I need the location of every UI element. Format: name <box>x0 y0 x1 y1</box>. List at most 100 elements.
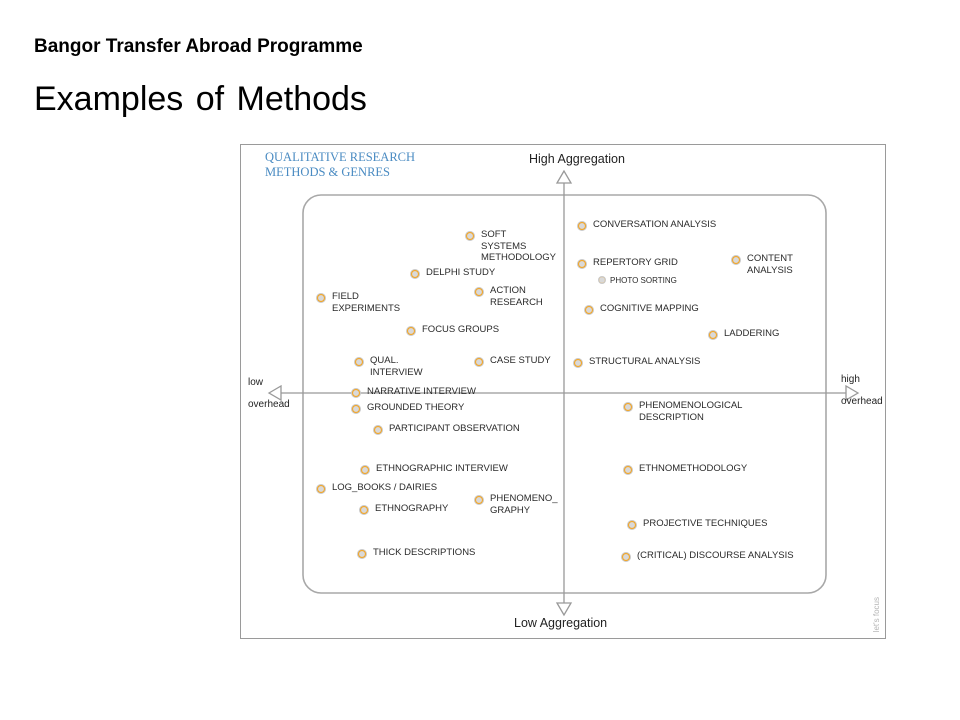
method-label-line: THICK DESCRIPTIONS <box>373 547 476 558</box>
method-label: ETHNOGRAPHIC INTERVIEW <box>376 463 508 475</box>
method-label-line: LOG_BOOKS / DAIRIES <box>332 482 438 493</box>
method-label-line: CASE STUDY <box>490 355 551 366</box>
method-label-line: ACTION <box>490 285 526 296</box>
method-label-line: SOFT <box>481 229 507 240</box>
method-critical-discourse-analysis: (CRITICAL) DISCOURSE ANALYSIS <box>621 550 794 562</box>
bullet-dot-icon <box>316 293 326 303</box>
bullet-dot-icon <box>359 505 369 515</box>
bullet-dot-icon <box>357 549 367 559</box>
method-label: PHOTO SORTING <box>610 275 677 287</box>
method-structural-analysis: STRUCTURAL ANALYSIS <box>573 356 700 368</box>
bullet-dot-icon <box>731 255 741 265</box>
method-label: NARRATIVE INTERVIEW <box>367 386 476 398</box>
method-label-line: ETHNOMETHODOLOGY <box>639 463 748 474</box>
method-label: PROJECTIVE TECHNIQUES <box>643 518 767 530</box>
bullet-dot-icon <box>708 330 718 340</box>
axis-label-high: high <box>841 374 860 385</box>
method-label: CONVERSATION ANALYSIS <box>593 219 716 231</box>
method-label-line: CONTENT <box>747 253 793 264</box>
bullet-dot-icon <box>406 326 416 336</box>
method-participant-observation: PARTICIPANT OBSERVATION <box>373 423 520 435</box>
bullet-dot-icon <box>623 402 633 412</box>
method-label: GROUNDED THEORY <box>367 402 464 414</box>
method-label: ETHNOMETHODOLOGY <box>639 463 747 475</box>
method-label-line: ETHNOGRAPHY <box>375 503 449 514</box>
diagram-title-line-2: METHODS & GENRES <box>265 165 391 179</box>
bullet-dot-icon <box>577 221 587 231</box>
arrow-down-icon <box>555 602 573 617</box>
method-label: PARTICIPANT OBSERVATION <box>389 423 520 435</box>
method-label-line: INTERVIEW <box>370 366 423 378</box>
method-label-line: CONVERSATION ANALYSIS <box>593 219 717 230</box>
method-label-line: REPERTORY GRID <box>593 257 678 268</box>
method-label: (CRITICAL) DISCOURSE ANALYSIS <box>637 550 794 562</box>
method-label: FOCUS GROUPS <box>422 324 499 336</box>
method-label: REPERTORY GRID <box>593 257 678 269</box>
method-label-line: ANALYSIS <box>747 264 793 276</box>
method-label-line: COGNITIVE MAPPING <box>600 303 699 314</box>
bullet-dot-icon <box>621 552 631 562</box>
bullet-dot-icon <box>360 465 370 475</box>
slide-kicker: Bangor Transfer Abroad Programme <box>34 36 363 57</box>
methods-diagram: QUALITATIVE RESEARCH METHODS & GENRES Hi… <box>240 144 886 639</box>
watermark-text: let's focus <box>872 596 881 632</box>
axis-label-overhead-right: overhead <box>841 396 883 407</box>
method-photo-sorting: PHOTO SORTING <box>598 275 677 287</box>
method-label-line: PHENOMENOLOGICAL <box>639 400 743 411</box>
bullet-dot-icon <box>373 425 383 435</box>
method-thick-descriptions: THICK DESCRIPTIONS <box>357 547 475 559</box>
bullet-dot-icon <box>351 404 361 414</box>
method-label-line: PARTICIPANT OBSERVATION <box>389 423 520 434</box>
axis-label-high-aggregation: High Aggregation <box>529 152 625 166</box>
method-label: STRUCTURAL ANALYSIS <box>589 356 700 368</box>
arrow-left-icon <box>267 384 282 402</box>
diagram-axes <box>267 169 860 617</box>
method-label: COGNITIVE MAPPING <box>600 303 699 315</box>
method-label-line: DELPHI STUDY <box>426 267 496 278</box>
method-delphi-study: DELPHI STUDY <box>410 267 495 279</box>
method-label-line: FOCUS GROUPS <box>422 324 500 335</box>
axis-label-overhead-left: overhead <box>248 399 290 410</box>
axis-label-low-aggregation: Low Aggregation <box>514 616 608 630</box>
bullet-dot-icon <box>410 269 420 279</box>
method-ethnomethodology: ETHNOMETHODOLOGY <box>623 463 747 475</box>
bullet-dot-icon <box>465 231 475 241</box>
bullet-dot-icon <box>474 495 484 505</box>
method-label-line: STRUCTURAL ANALYSIS <box>589 356 701 367</box>
diagram-title: QUALITATIVE RESEARCH METHODS & GENRES <box>265 150 415 180</box>
method-label-line: NARRATIVE INTERVIEW <box>367 386 476 397</box>
axis-label-high-overhead: high overhead <box>841 369 883 413</box>
method-label-line: GRAPHY <box>490 504 531 516</box>
bullet-dot-icon <box>474 287 484 297</box>
method-label-line: EXPERIMENTS <box>332 302 401 314</box>
method-label: LOG_BOOKS / DAIRIES <box>332 482 437 494</box>
bullet-dot-icon <box>623 465 633 475</box>
method-conversation-analysis: CONVERSATION ANALYSIS <box>577 219 716 231</box>
method-label: DELPHI STUDY <box>426 267 495 279</box>
method-projective-techniques: PROJECTIVE TECHNIQUES <box>627 518 767 530</box>
method-case-study: CASE STUDY <box>474 355 551 367</box>
method-narrative-interview: NARRATIVE INTERVIEW <box>351 386 476 398</box>
method-label: LADDERING <box>724 328 779 340</box>
method-cognitive-mapping: COGNITIVE MAPPING <box>584 303 699 315</box>
arrow-up-icon <box>555 169 573 184</box>
method-label: THICK DESCRIPTIONS <box>373 547 475 559</box>
method-label-line: GROUNDED THEORY <box>367 402 465 413</box>
bullet-dot-icon <box>351 388 361 398</box>
method-label-line: PHENOMENO_ <box>490 493 558 504</box>
axis-label-low-overhead: low overhead <box>248 372 290 416</box>
slide-title: Examples of Methods <box>34 80 367 118</box>
method-label-line: PROJECTIVE TECHNIQUES <box>643 518 768 529</box>
bullet-dot-icon <box>474 357 484 367</box>
axis-label-low: low <box>248 377 264 388</box>
method-ethnographic-interview: ETHNOGRAPHIC INTERVIEW <box>360 463 508 475</box>
bullet-dot-icon <box>354 357 364 367</box>
